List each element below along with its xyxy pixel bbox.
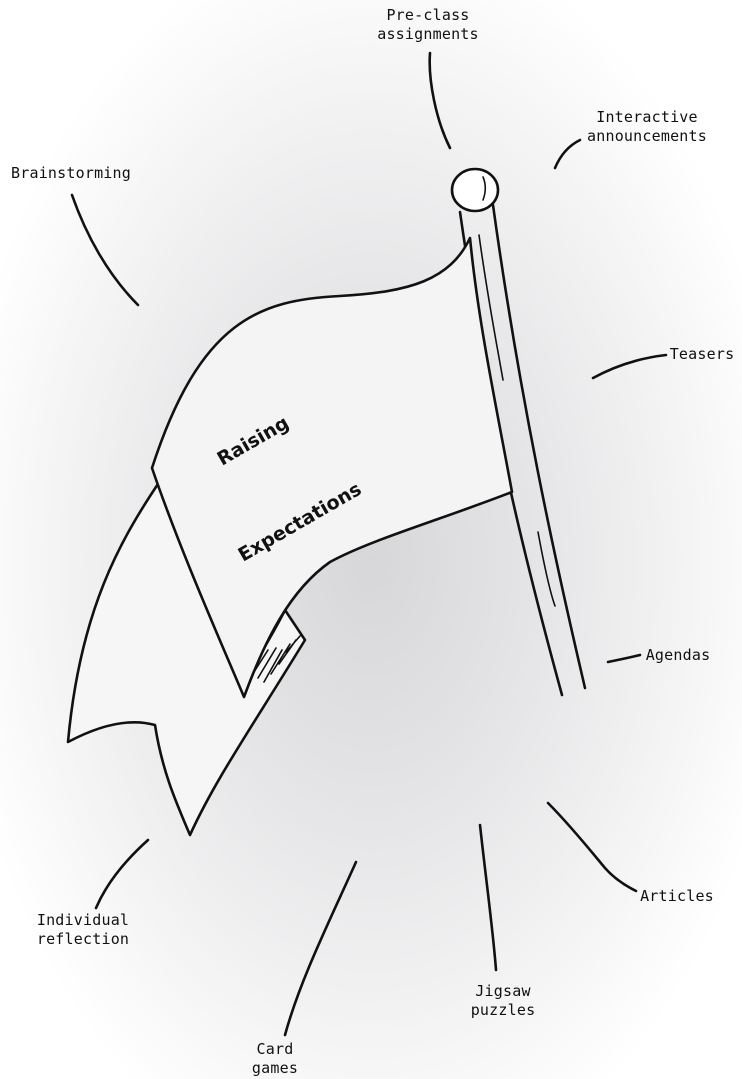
label-interactive-announcements: Interactive announcements [572,108,722,146]
label-individual-reflection: Individual reflection [28,911,138,949]
connector-individual [96,840,148,908]
connector-articles [548,803,636,891]
label-brainstorming: Brainstorming [4,164,138,183]
connector-jigsaw [480,825,496,970]
connector-card [285,862,356,1035]
connector-agendas [608,655,640,662]
connector-pre-class [430,53,450,148]
label-jigsaw-puzzles: Jigsaw puzzles [458,982,548,1020]
label-card-games: Card games [230,1040,320,1078]
label-articles: Articles [632,887,722,906]
label-pre-class-assignments: Pre-class assignments [368,6,488,44]
label-agendas: Agendas [640,646,716,665]
label-teasers: Teasers [664,345,740,364]
connector-brainstorming [72,195,138,305]
connector-teasers [593,355,666,378]
